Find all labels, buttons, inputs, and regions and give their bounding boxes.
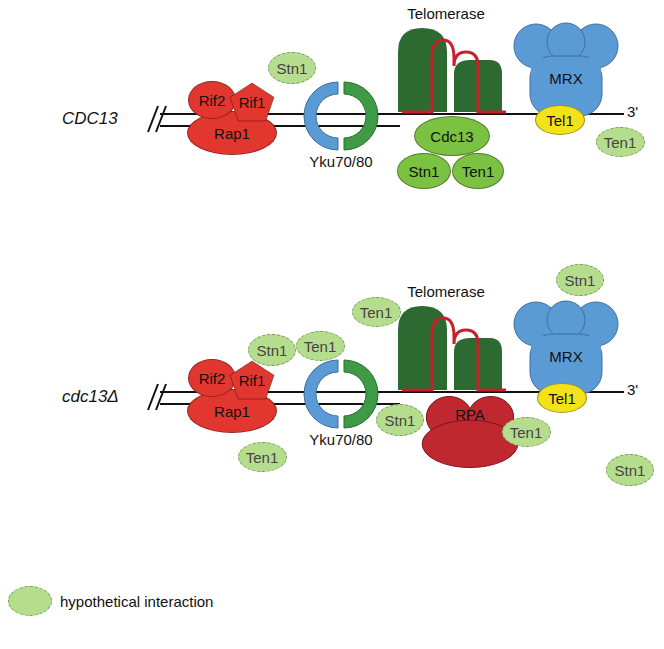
protein-name: Ten1: [360, 305, 393, 320]
protein-name: Stn1: [615, 463, 646, 478]
protein-name: Rap1: [214, 404, 250, 419]
protein-name: MRX: [549, 349, 582, 364]
legend-swatch: [8, 586, 52, 616]
genotype-label: CDC13: [62, 110, 118, 127]
complex-label: Yku70/80: [309, 432, 372, 447]
hypothetical-stn1: Stn1: [376, 404, 424, 436]
tel1-kinase: Tel1: [537, 383, 587, 413]
rif2-protein: Rif2: [188, 81, 236, 119]
protein-name: Stn1: [409, 164, 440, 179]
hypothetical-stn1: Stn1: [606, 454, 654, 486]
legend-text: hypothetical interaction: [60, 594, 213, 609]
protein-name: Stn1: [565, 273, 596, 288]
cdc13-protein: Cdc13: [414, 116, 490, 156]
stn1-protein: Stn1: [397, 153, 451, 189]
complex-label: Telomerase: [407, 284, 485, 299]
protein-name: Ten1: [510, 425, 543, 440]
protein-name: Ten1: [462, 164, 495, 179]
protein-name: MRX: [549, 71, 582, 86]
rif1-protein: Rif1: [229, 82, 275, 122]
complex-label: Yku70/80: [309, 154, 372, 169]
protein-shape: [508, 300, 624, 396]
hypothetical-stn1: Stn1: [248, 334, 296, 366]
hypothetical-stn1: Stn1: [268, 52, 316, 84]
hypothetical-ten1: Ten1: [352, 297, 401, 327]
hypothetical-ten1: Ten1: [502, 417, 551, 447]
hypothetical-stn1: Stn1: [556, 264, 604, 296]
protein-name: Rif2: [199, 371, 226, 386]
complex-label: Telomerase: [407, 6, 485, 21]
mrx-complex: MRX: [508, 300, 624, 396]
protein-shape: [508, 22, 624, 118]
tel1-kinase: Tel1: [535, 105, 585, 135]
protein-name: Rif1: [239, 95, 266, 110]
strand-end-label: 3': [627, 382, 638, 397]
hypothetical-ten1: Ten1: [296, 331, 345, 361]
genotype-label: cdc13Δ: [62, 388, 119, 405]
protein-name: Rap1: [214, 126, 250, 141]
mrx-complex: MRX: [508, 22, 624, 118]
protein-name: Cdc13: [430, 129, 473, 144]
protein-name: Stn1: [277, 61, 308, 76]
protein-name: Rif2: [199, 93, 226, 108]
protein-name: Tel1: [548, 391, 576, 406]
protein-name: Ten1: [604, 135, 637, 150]
protein-name: Stn1: [385, 413, 416, 428]
hypothetical-ten1: Ten1: [238, 442, 287, 472]
hypothetical-ten1: Ten1: [596, 127, 645, 157]
protein-name: Ten1: [246, 450, 279, 465]
rif2-protein: Rif2: [188, 359, 236, 397]
protein-name: Ten1: [304, 339, 337, 354]
strand-end-label: 3': [627, 104, 638, 119]
protein-name: RPA: [455, 407, 485, 422]
protein-name: Stn1: [257, 343, 288, 358]
protein-name: Tel1: [546, 113, 574, 128]
protein-name: Rif1: [239, 373, 266, 388]
rif1-protein: Rif1: [229, 360, 275, 400]
ten1-protein: Ten1: [452, 153, 504, 189]
